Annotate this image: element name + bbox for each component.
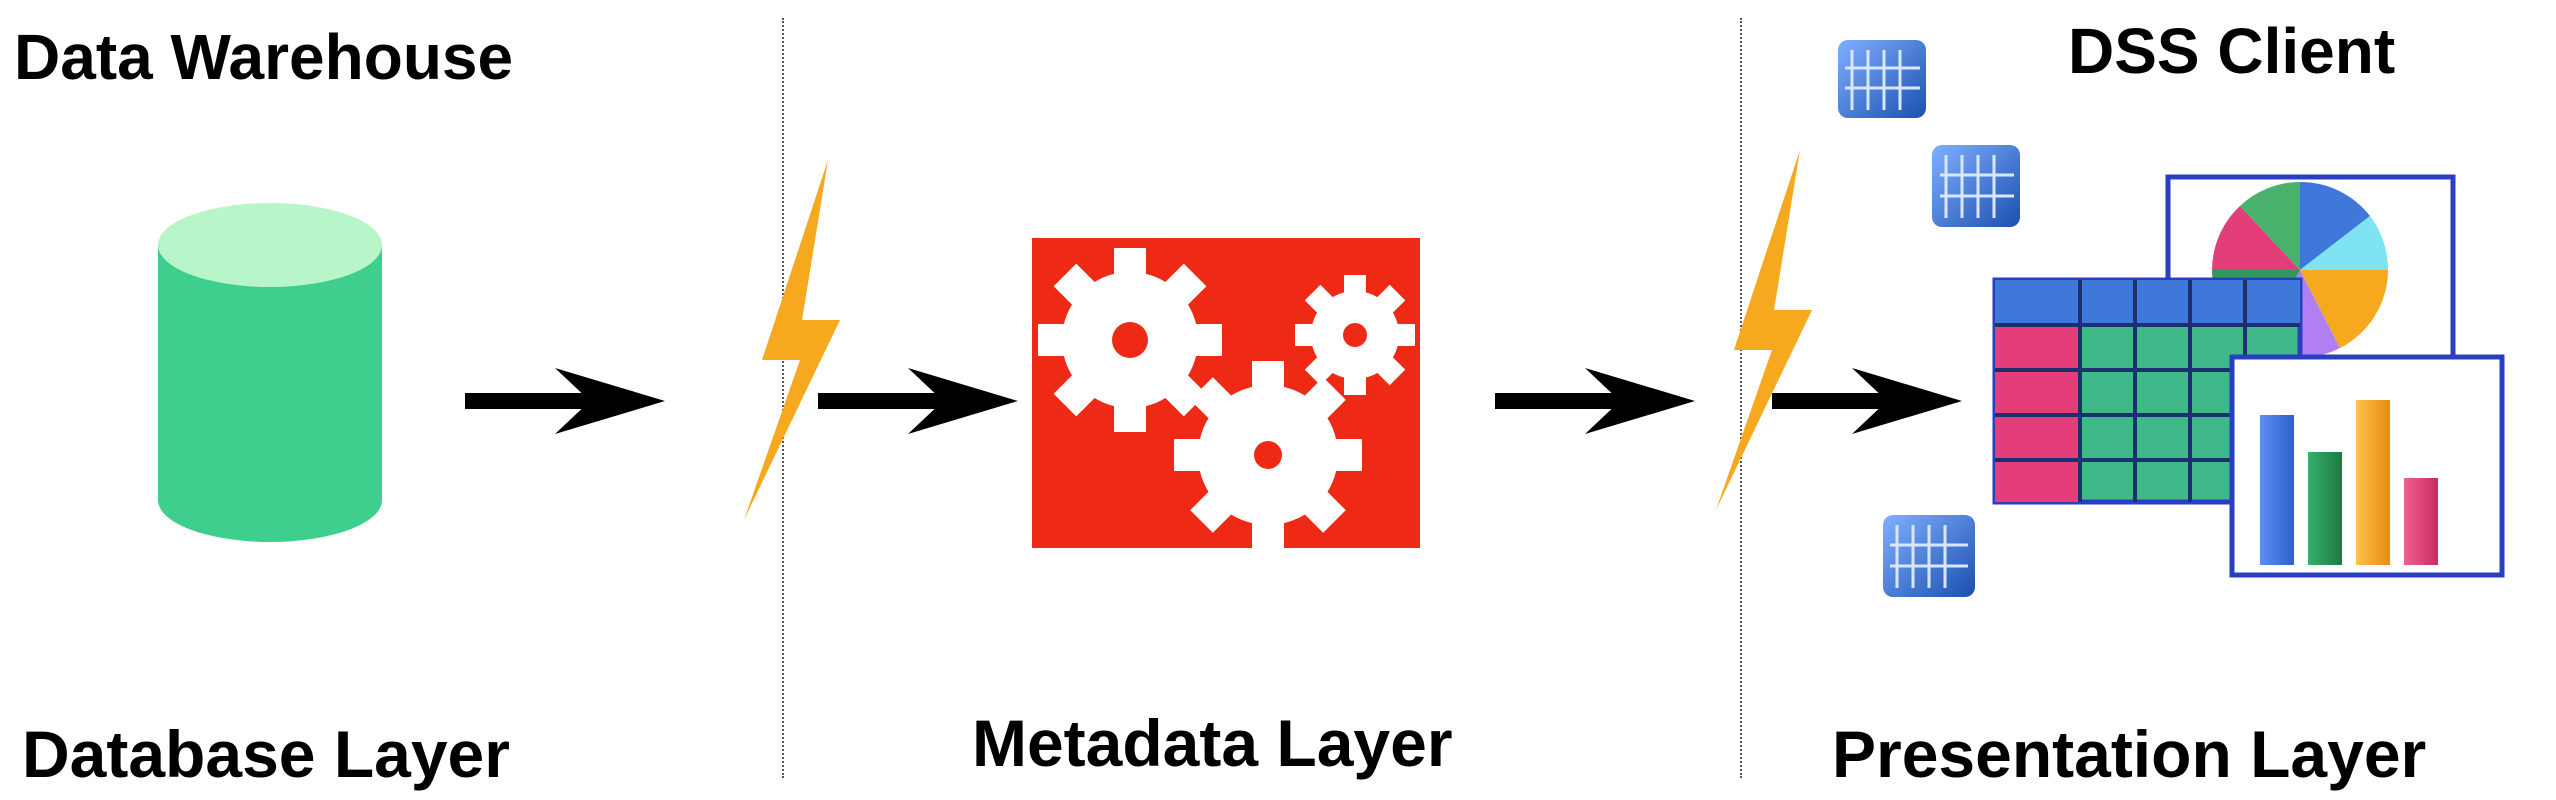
arrow-right-icon: [465, 368, 665, 434]
metadata-layer-label: Metadata Layer: [972, 706, 1453, 780]
lightning-bolt-icon: [744, 160, 840, 520]
data-warehouse-label: Data Warehouse: [14, 21, 514, 93]
data-cube-icon: [1883, 515, 1975, 597]
data-cube-icon: [1932, 145, 2020, 227]
arrow-right-icon: [1772, 368, 1962, 434]
database-layer-label: Database Layer: [22, 717, 510, 791]
layer-divider: [1740, 18, 1742, 778]
lightning-bolt-icon: [1716, 150, 1812, 510]
gears-icon: [1038, 248, 1415, 549]
arrow-right-icon: [818, 368, 1018, 434]
layer-divider: [782, 18, 784, 778]
dss-client-label: DSS Client: [2068, 15, 2396, 87]
database-cylinder-icon: [158, 203, 382, 542]
metadata-box: [1032, 238, 1420, 549]
presentation-layer-label: Presentation Layer: [1832, 717, 2427, 791]
bar-chart-icon: [2229, 354, 2505, 578]
arrow-right-icon: [1495, 368, 1695, 434]
data-cube-icon: [1838, 40, 1926, 118]
